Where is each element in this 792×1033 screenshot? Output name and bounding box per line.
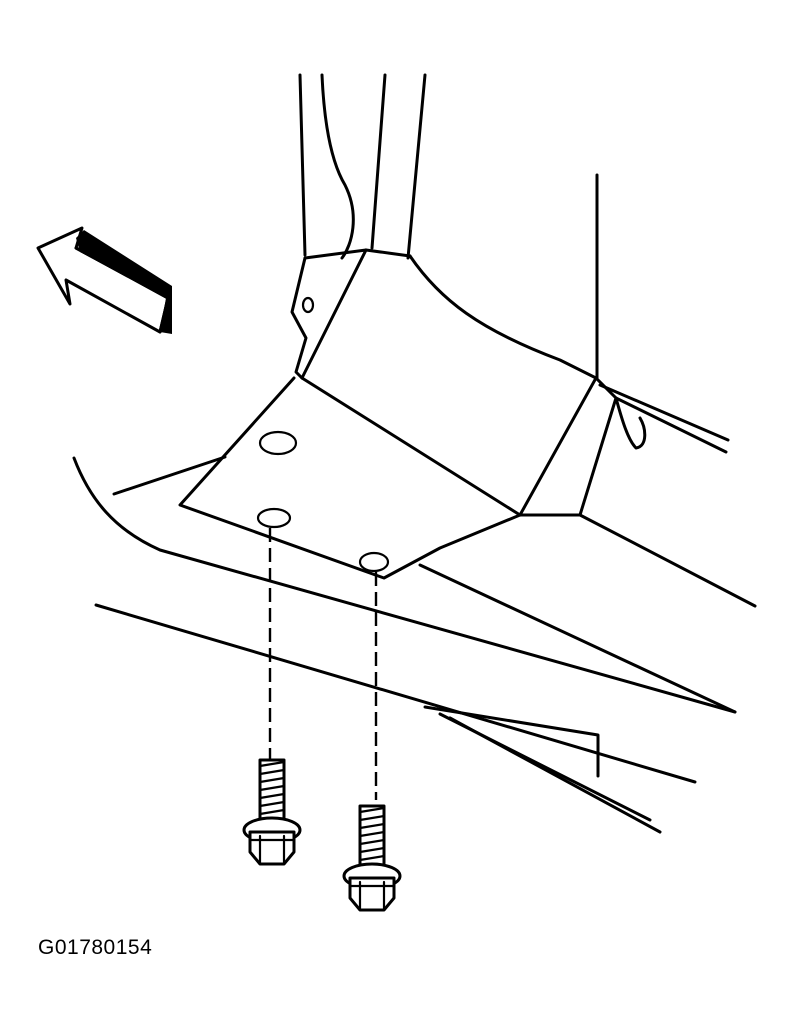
cover-panel [178,376,522,580]
body-pillar [298,73,599,380]
flange-bolt-icon [342,804,402,912]
rocker-panel [72,455,757,834]
forward-arrow-icon [36,226,172,334]
flange-bolt-icon [242,758,302,866]
alignment-guides [268,528,378,800]
mounting-tab [290,256,315,380]
reinforcement-bracket [300,248,730,517]
figure-code: G01780154 [38,936,153,959]
